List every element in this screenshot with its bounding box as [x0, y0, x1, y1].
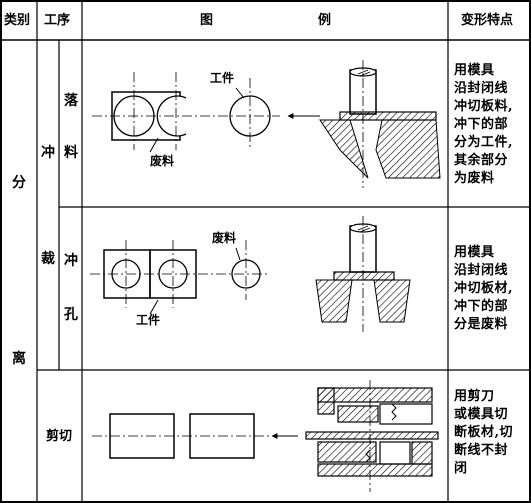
- header-figure-left: 图: [200, 13, 214, 28]
- header-process: 工序: [44, 13, 71, 28]
- punching-group-char-1: 冲: [41, 145, 55, 161]
- row2-label-waste: 废料: [212, 231, 237, 245]
- category-char-1: 分: [12, 175, 26, 191]
- header-features: 变形特点: [461, 13, 514, 28]
- punching-group-char-2: 裁: [41, 251, 55, 267]
- row3-process: 剪切: [46, 429, 73, 444]
- row2-description: 用模具 沿封闭线 冲切板材, 冲下的部 分是废料: [454, 245, 514, 332]
- row1-process-char-2: 料: [64, 145, 78, 161]
- punching-figure: [90, 216, 411, 332]
- row2-label-workpiece: 工件: [136, 313, 161, 327]
- header-category: 类别: [4, 13, 31, 28]
- row1-process-char-1: 落: [64, 93, 78, 109]
- blanking-figure: [92, 60, 441, 188]
- row1-label-waste: 废料: [150, 154, 175, 168]
- category-char-2: 离: [12, 351, 26, 367]
- row1-description: 用模具 沿封闭线 冲切板料, 冲下的部 分为工件, 其余部分 为废料: [454, 63, 514, 186]
- row2-process-char-2: 孔: [64, 307, 78, 323]
- row3-description: 用剪刀 或模具切 断板材,切 断线不封 闭: [454, 389, 514, 476]
- row1-label-workpiece: 工件: [210, 71, 235, 85]
- shearing-figure: [92, 380, 439, 492]
- header-figure-right: 例: [318, 13, 332, 28]
- row2-process-char-1: 冲: [64, 253, 78, 269]
